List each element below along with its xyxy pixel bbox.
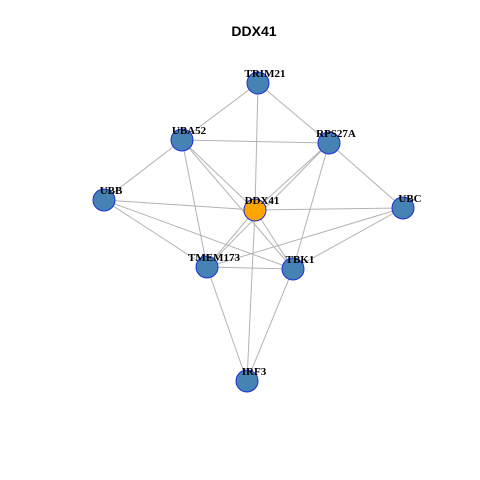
- node-ddx41: [243, 198, 267, 222]
- node-label-ubc: UBC: [398, 193, 421, 205]
- node-tbk1: [281, 257, 305, 281]
- edge-rps27a-ddx41: [254, 142, 330, 211]
- edge-trim21-uba52: [181, 82, 259, 141]
- node-tmem173: [195, 255, 219, 279]
- node-label-ddx41: DDX41: [245, 195, 280, 207]
- edge-tmem173-irf3: [206, 266, 248, 382]
- edge-ubc-tmem173: [206, 207, 404, 268]
- node-label-uba52: UBA52: [172, 125, 207, 137]
- edge-layer: [103, 82, 404, 382]
- edge-trim21-rps27a: [257, 82, 330, 144]
- edge-ubb-ddx41: [103, 199, 256, 211]
- edge-uba52-tmem173: [181, 139, 208, 268]
- edge-ddx41-tmem173: [206, 209, 256, 268]
- edge-rps27a-tbk1: [292, 142, 330, 270]
- edge-tmem173-tbk1: [206, 266, 294, 270]
- edge-ddx41-tbk1: [254, 209, 294, 270]
- node-trim21: [246, 71, 270, 95]
- node-label-trim21: TRIM21: [245, 68, 286, 80]
- node-label-irf3: IRF3: [242, 366, 267, 378]
- edge-ubb-tmem173: [103, 199, 208, 268]
- node-label-ubb: UBB: [100, 185, 123, 197]
- edge-uba52-tbk1: [181, 139, 294, 270]
- edge-uba52-ddx41: [181, 139, 256, 211]
- node-rps27a: [317, 131, 341, 155]
- node-layer: [92, 71, 415, 393]
- diagram-title: DDX41: [231, 23, 276, 39]
- node-uba52: [170, 128, 194, 152]
- edge-rps27a-ubc: [328, 142, 404, 209]
- edge-trim21-ddx41: [254, 82, 259, 211]
- node-label-tmem173: TMEM173: [188, 252, 240, 264]
- node-ubc: [391, 196, 415, 220]
- edge-ddx41-irf3: [246, 209, 256, 382]
- node-irf3: [235, 369, 259, 393]
- node-label-rps27a: RPS27A: [316, 128, 356, 140]
- edge-tbk1-irf3: [246, 268, 294, 382]
- edge-ddx41-ubc: [254, 207, 404, 211]
- edge-ubb-tbk1: [103, 199, 294, 270]
- node-label-tbk1: TBK1: [286, 254, 315, 266]
- node-ubb: [92, 188, 116, 212]
- edge-ubc-tbk1: [292, 207, 404, 270]
- edge-uba52-rps27a: [181, 139, 330, 144]
- edge-uba52-ubb: [103, 139, 183, 201]
- edge-rps27a-tmem173: [206, 142, 330, 268]
